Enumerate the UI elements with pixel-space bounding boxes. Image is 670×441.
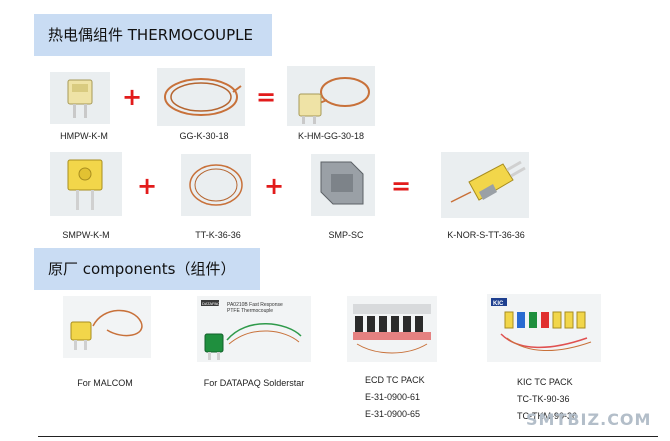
caption-smp-sc: SMP-SC [328, 230, 364, 240]
component-image-kic-tc-pack: KIC [487, 294, 601, 362]
product-image-hmpw-k-m [50, 72, 110, 124]
section-title-thermocouple: 热电偶组件 THERMOCOUPLE [34, 14, 272, 56]
caption-ecd-part-65: E-31-0900-65 [365, 409, 421, 419]
caption-tt-k-36-36: TT-K-36-36 [195, 230, 241, 240]
plus-operator: + [137, 172, 158, 200]
caption-ecd-tc-pack: ECD TC PACK [365, 375, 425, 385]
caption-smpw-k-m: SMPW-K-M [62, 230, 110, 240]
datapaq-logo-text: DATAPAQ [202, 301, 220, 306]
caption-ecd-part-61: E-31-0900-61 [365, 392, 421, 402]
caption-kic-part-tkm: TC-TKM-90-36 [517, 411, 578, 421]
component-image-datapaq: DATAPAQ PA0210B Fast Response PTFE Therm… [197, 296, 311, 362]
product-image-k-hm-gg-30-18 [287, 66, 375, 126]
caption-gg-k-30-18: GG-K-30-18 [179, 131, 229, 141]
kic-logo-text: KIC [493, 301, 504, 307]
product-image-gg-k-30-18 [157, 68, 245, 126]
caption-malcom: For MALCOM [77, 378, 133, 388]
caption-kic-part-tk: TC-TK-90-36 [517, 394, 570, 404]
caption-hmpw-k-m: HMPW-K-M [60, 131, 108, 141]
component-image-malcom [63, 296, 151, 358]
bottom-divider [38, 436, 658, 437]
datapaq-label-line2: PTFE Thermocouple [227, 308, 273, 314]
plus-operator: + [264, 172, 285, 200]
product-image-smp-sc [311, 154, 375, 216]
product-image-smpw-k-m [50, 152, 122, 216]
caption-datapaq: For DATAPAQ Solderstar [203, 378, 305, 388]
datapaq-label-line1: PA0210B Fast Response [227, 302, 283, 308]
caption-k-hm-gg-30-18: K-HM-GG-30-18 [297, 131, 365, 141]
section-title-components: 原厂 components（组件） [34, 248, 260, 290]
product-image-k-nor-s-tt-36-36 [441, 152, 529, 218]
component-image-ecd-tc-pack [347, 296, 437, 362]
watermark: SMTBIZ.COM [526, 410, 652, 429]
caption-k-nor-s-tt-36-36: K-NOR-S-TT-36-36 [447, 230, 525, 240]
plus-operator: + [122, 83, 143, 111]
equals-operator: = [391, 172, 412, 200]
product-image-tt-k-36-36 [181, 154, 251, 216]
equals-operator: = [256, 83, 277, 111]
caption-kic-tc-pack: KIC TC PACK [517, 377, 573, 387]
